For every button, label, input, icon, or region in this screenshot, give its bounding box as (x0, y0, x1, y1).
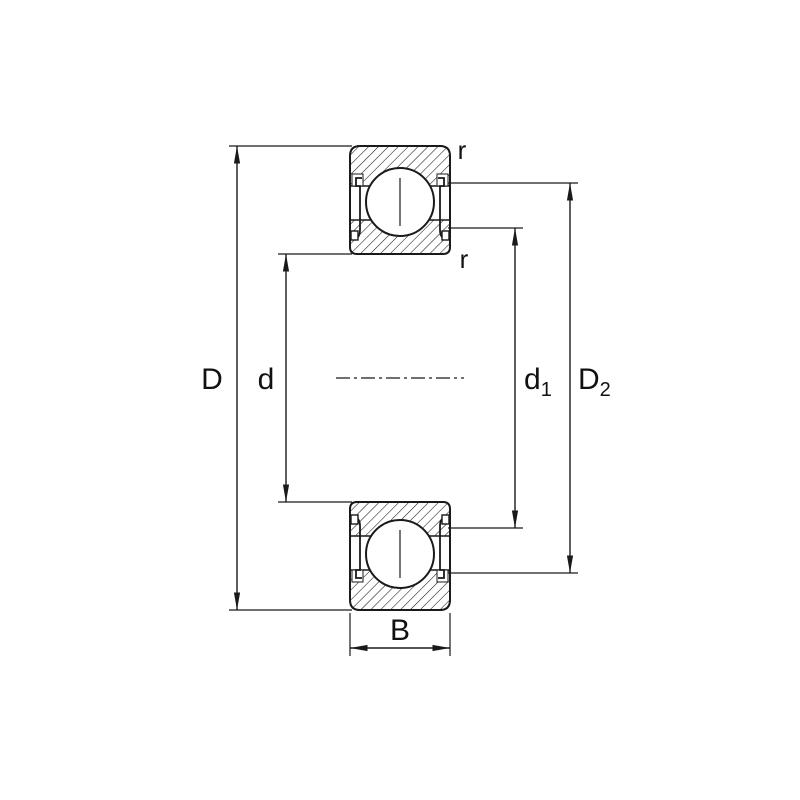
dim-label-d1-main: d (524, 363, 541, 396)
shield-foot-right-top (441, 230, 450, 241)
dim-label-D2-main: D (578, 363, 600, 396)
radius-label-inner: r (460, 244, 469, 274)
shield-groove-left-bottom (351, 569, 364, 583)
shield-groove-left-top (351, 173, 364, 187)
shield-foot-left-top (350, 230, 359, 241)
dim-label-d1-sub: 1 (541, 379, 552, 401)
dim-label-d1: d1 (524, 363, 552, 401)
dim-label-B: B (390, 614, 410, 647)
bearing-bottom-half (349, 501, 451, 611)
bearing-outline-bottom (349, 501, 451, 611)
bearing-outline-top (349, 145, 451, 255)
shield-groove-right-top (436, 173, 449, 187)
dimension-labels: D d d1 D2 B r r (201, 135, 611, 647)
bearing-top-half (349, 145, 451, 255)
dim-label-D2: D2 (578, 363, 611, 401)
shield-foot-right-bottom (441, 514, 450, 525)
dim-label-d: d (258, 363, 275, 396)
shield-foot-left-bottom (350, 514, 359, 525)
dim-label-D2-sub: 2 (600, 379, 611, 401)
extension-lines (229, 145, 578, 656)
dim-label-D: D (201, 363, 223, 396)
dimension-lines (233, 146, 574, 652)
shield-groove-right-bottom (436, 569, 449, 583)
radius-label-outer: r (458, 135, 467, 165)
